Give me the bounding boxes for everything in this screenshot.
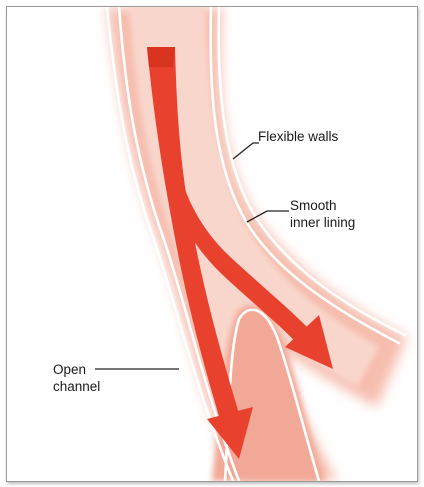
- diagram-frame: Flexible walls Smooth inner lining Open …: [6, 6, 418, 482]
- label-open-channel-line1: Open: [53, 361, 100, 378]
- flexible-walls-leader: [233, 143, 259, 159]
- label-flexible-walls: Flexible walls: [258, 128, 338, 145]
- label-smooth-lining-line2: inner lining: [290, 214, 355, 231]
- label-open-channel-line2: channel: [53, 378, 100, 395]
- artery-illustration: [7, 7, 417, 481]
- label-smooth-lining-line1: Smooth: [290, 197, 355, 214]
- label-open-channel: Open channel: [53, 361, 100, 395]
- label-smooth-lining: Smooth inner lining: [290, 197, 355, 231]
